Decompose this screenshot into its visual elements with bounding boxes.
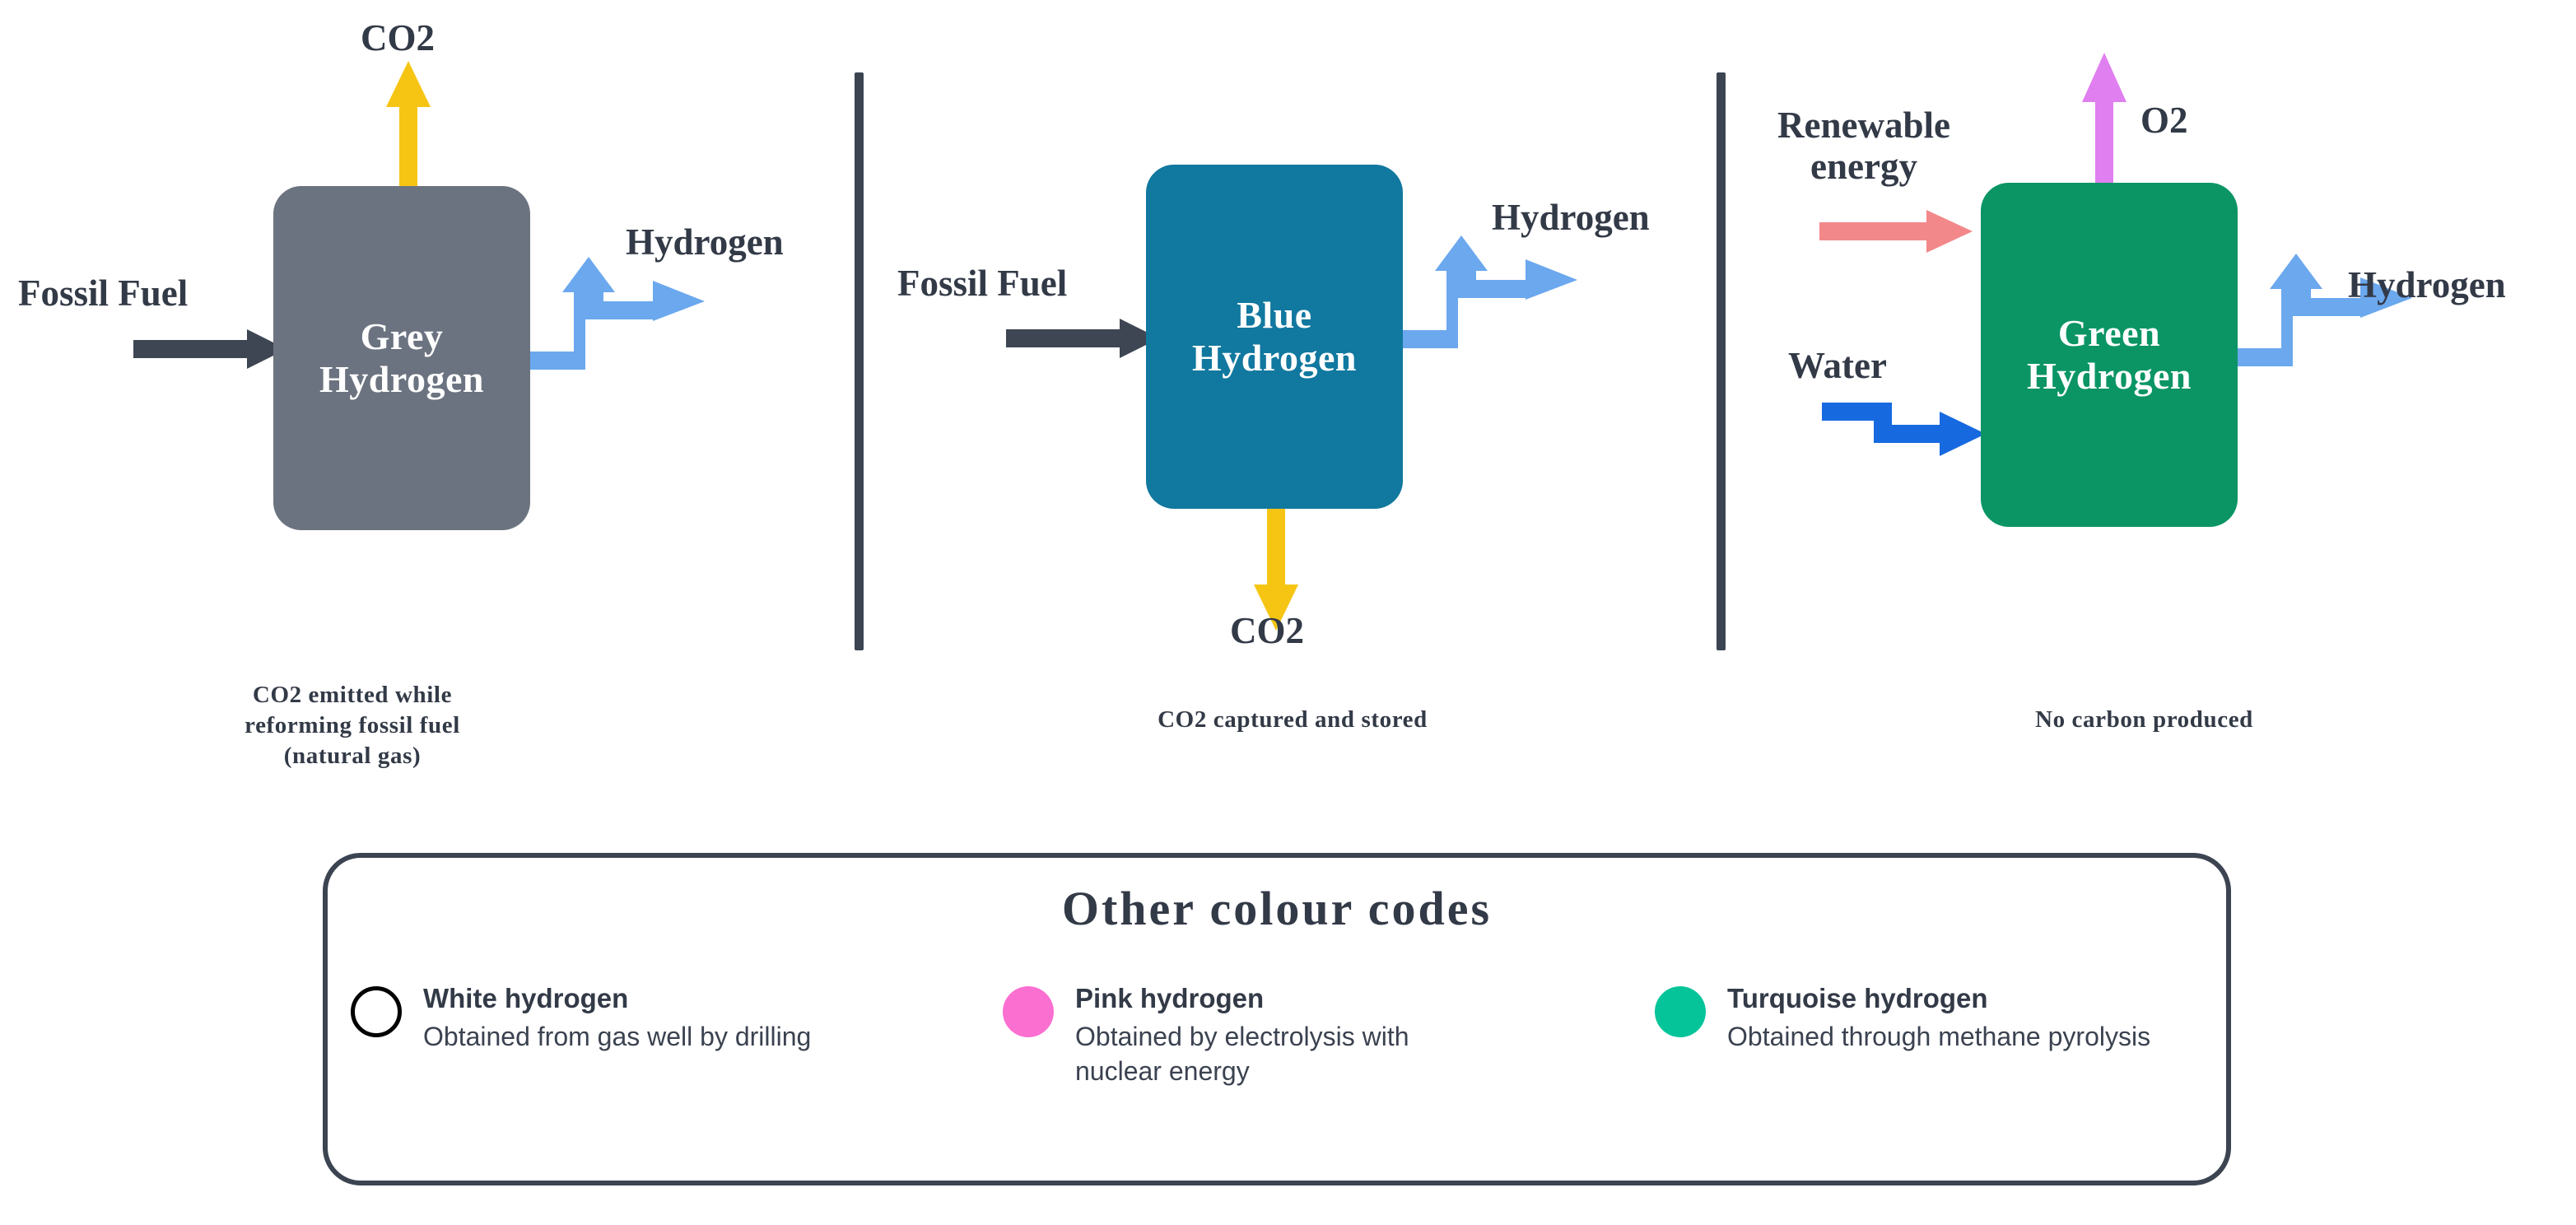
pink-hydrogen-name: Pink hydrogen	[1075, 983, 1265, 1013]
green-caption-line1: No carbon produced	[2035, 706, 2253, 733]
grey-hydrogen-box-label-line1: Grey	[360, 315, 444, 358]
renewable-energy-arrow	[1819, 210, 1973, 253]
grey-input-label: Fossil Fuel	[18, 272, 189, 314]
other-colour-codes-card: Other colour codes White hydrogen Obtain…	[323, 853, 2231, 1185]
blue-caption-line1: CO2 captured and stored	[1158, 706, 1428, 733]
green-renewable-energy-line1: Renewable	[1777, 105, 1950, 146]
fossil-fuel-arrow-grey	[133, 329, 286, 369]
green-output-label: Hydrogen	[2348, 264, 2506, 305]
hydrogen-arrow-blue	[1400, 235, 1577, 348]
green-caption: No carbon produced	[1712, 705, 2576, 735]
white-hydrogen-swatch-icon	[351, 986, 402, 1037]
grey-caption-line3: (natural gas)	[283, 743, 422, 770]
blue-output-label: Hydrogen	[1492, 197, 1650, 238]
grey-emission-label: CO2	[361, 17, 435, 58]
turquoise-hydrogen-description: Obtained through methane pyrolysis	[1727, 1022, 2151, 1052]
blue-hydrogen-box: Blue Hydrogen	[1146, 165, 1403, 509]
green-renewable-energy-line2: energy	[1810, 145, 1917, 187]
green-water-label: Water	[1788, 345, 1887, 386]
green-hydrogen-box: Green Hydrogen	[1981, 183, 2238, 527]
legend-item-white-hydrogen: White hydrogen Obtained from gas well by…	[351, 981, 845, 1055]
grey-caption: CO2 emitted while reforming fossil fuel …	[138, 680, 566, 771]
legend-item-pink-hydrogen: Pink hydrogen Obtained by electrolysis w…	[1003, 981, 1497, 1088]
co2-arrow-grey	[386, 61, 431, 188]
blue-input-label: Fossil Fuel	[897, 263, 1068, 304]
turquoise-hydrogen-name: Turquoise hydrogen	[1727, 983, 1988, 1013]
grey-caption-line2: reforming fossil fuel	[245, 712, 460, 739]
green-hydrogen-box-label-line1: Green	[2057, 312, 2161, 355]
blue-hydrogen-box-label-line2: Hydrogen	[1192, 337, 1357, 379]
turquoise-hydrogen-swatch-icon	[1655, 986, 1706, 1037]
grey-caption-line1: CO2 emitted while	[252, 682, 453, 708]
white-hydrogen-description: Obtained from gas well by drilling	[423, 1022, 812, 1052]
panel-divider-1	[855, 72, 864, 650]
water-arrow	[1822, 403, 1986, 456]
pink-hydrogen-description: Obtained by electrolysis with nuclear en…	[1075, 1022, 1409, 1086]
legend-item-turquoise-hydrogen: Turquoise hydrogen Obtained through meth…	[1655, 981, 2182, 1055]
grey-hydrogen-box: Grey Hydrogen	[273, 186, 530, 530]
pink-hydrogen-swatch-icon	[1003, 986, 1054, 1037]
o2-arrow	[2082, 53, 2126, 184]
panel-divider-2	[1717, 72, 1726, 650]
fossil-fuel-arrow-blue	[1006, 319, 1159, 358]
hydrogen-arrow-grey	[528, 257, 705, 370]
grey-hydrogen-box-label-line2: Hydrogen	[319, 358, 484, 400]
white-hydrogen-name: White hydrogen	[423, 983, 629, 1013]
legend-title: Other colour codes	[1061, 882, 1493, 935]
green-renewable-energy-label: Renewable energy	[1755, 105, 1973, 187]
green-hydrogen-box-label-line2: Hydrogen	[2027, 355, 2192, 397]
blue-emission-label: CO2	[1230, 610, 1304, 651]
green-emission-label: O2	[2140, 100, 2188, 141]
blue-caption: CO2 captured and stored	[1029, 705, 1556, 735]
blue-hydrogen-box-label-line1: Blue	[1237, 294, 1312, 337]
grey-output-label: Hydrogen	[626, 221, 784, 263]
